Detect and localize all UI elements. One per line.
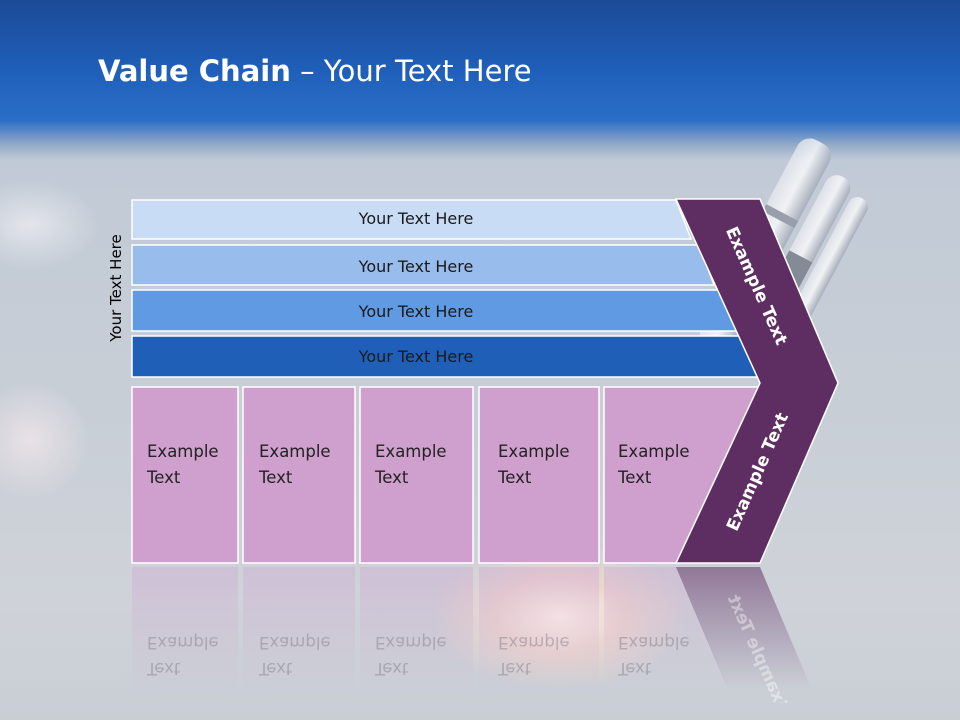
box-3 (359, 386, 474, 564)
title-bold: Value Chain (98, 54, 291, 88)
bar-2 (131, 244, 716, 286)
bar-1 (131, 199, 693, 240)
bar-1-label: Your Text Here (358, 209, 474, 228)
bar-4-label: Your Text Here (358, 347, 474, 366)
box-1 (131, 386, 239, 564)
title-rest: – Your Text Here (290, 54, 532, 88)
slide-title: Value Chain – Your Text Here (98, 54, 532, 88)
box-2 (242, 386, 356, 564)
header-band (0, 0, 960, 160)
box-4 (478, 386, 600, 564)
bar-3-label: Your Text Here (358, 302, 474, 321)
chevron-reflection: Example Text (723, 591, 793, 703)
bar-2-label: Your Text Here (358, 257, 474, 276)
chevron-arrow (674, 198, 839, 564)
